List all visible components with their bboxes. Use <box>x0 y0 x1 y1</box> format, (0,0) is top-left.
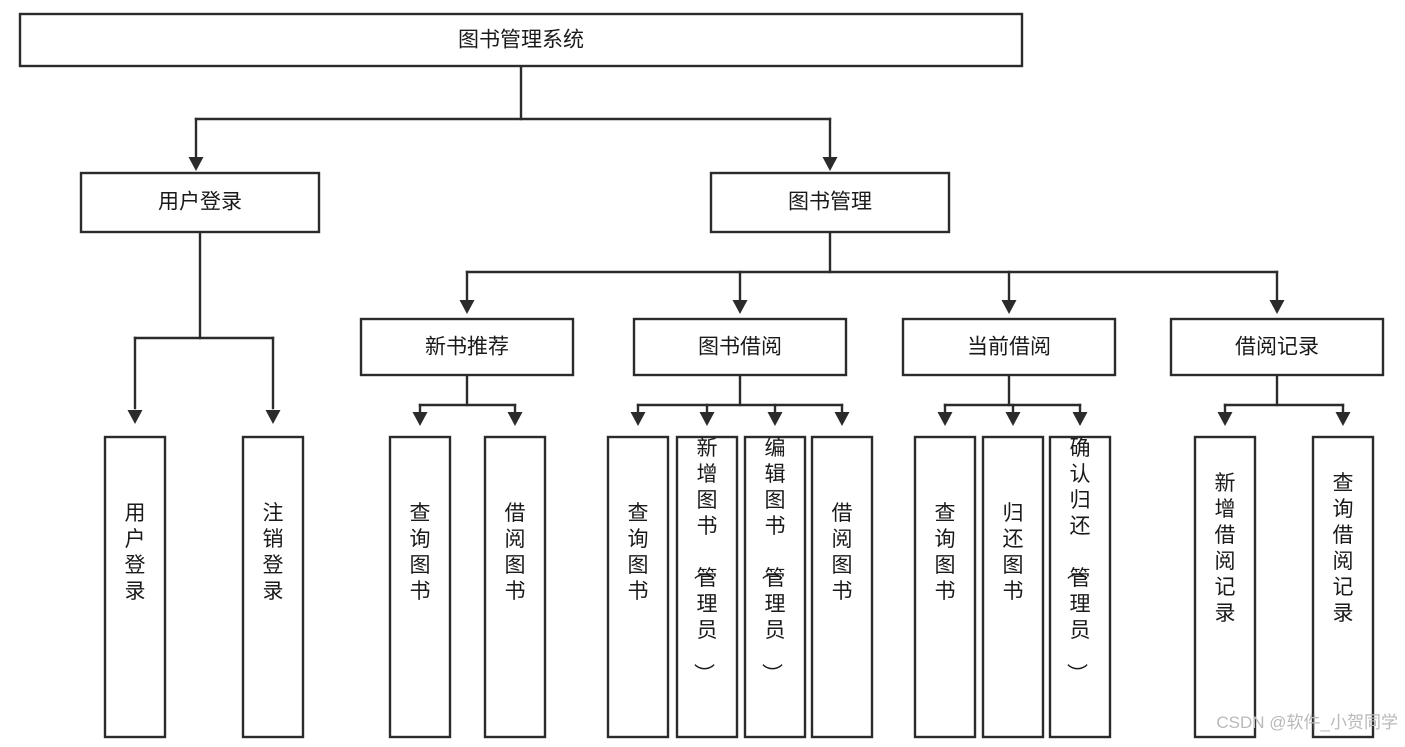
node-leaf-borrow-book-1-label: 借阅图书 <box>505 502 526 603</box>
arrowhead-leaf-user-login <box>127 410 143 424</box>
node-leaf-query-book-3[interactable]: 查询图书 <box>913 435 977 739</box>
arrowhead-borrow-record <box>1269 300 1285 314</box>
node-leaf-borrow-book-1[interactable]: 借阅图书 <box>483 435 547 739</box>
connector-group-book-borrow <box>630 373 850 426</box>
node-leaf-user-login-label: 用户登录 <box>125 502 146 603</box>
arrowhead-leaf-add-book <box>699 412 715 426</box>
arrowhead-book-borrow <box>732 300 748 314</box>
node-new-book-rec[interactable]: 新书推荐 <box>359 317 575 377</box>
node-current-borrow[interactable]: 当前借阅 <box>901 317 1117 377</box>
node-leaf-query-book-1[interactable]: 查询图书 <box>388 435 452 739</box>
node-book-manage[interactable]: 图书管理 <box>709 171 951 234</box>
arrowhead-leaf-confirm-return <box>1072 412 1088 426</box>
csdn-watermark: CSDN @软件_小贺同学 <box>1216 713 1398 732</box>
node-leaf-borrow-book-2[interactable]: 借阅图书 <box>810 435 874 739</box>
node-user-login[interactable]: 用户登录 <box>79 171 321 234</box>
connector-group-borrow-record <box>1217 373 1351 426</box>
node-leaf-confirm-return[interactable]: 确认归还（管理员） <box>1048 435 1112 739</box>
arrowhead-new-book-rec <box>459 300 475 314</box>
connector-group-new-book-rec <box>412 373 523 426</box>
node-leaf-query-book-3-label: 查询图书 <box>935 502 956 603</box>
node-leaf-add-book-label: 新增图书（管理员） <box>692 437 718 684</box>
node-leaf-query-record[interactable]: 查询借阅记录 <box>1311 435 1375 739</box>
arrowhead-leaf-edit-book <box>767 412 783 426</box>
node-root[interactable]: 图书管理系统 <box>18 12 1024 68</box>
node-book-manage-label: 图书管理 <box>788 191 872 214</box>
node-leaf-borrow-book-2-label: 借阅图书 <box>832 502 853 603</box>
arrowhead-leaf-query-book-1 <box>412 412 428 426</box>
node-leaf-query-book-1-label: 查询图书 <box>410 502 431 603</box>
arrowhead-leaf-user-logout <box>265 410 281 424</box>
arrowhead-book-manage <box>822 157 838 171</box>
node-borrow-record[interactable]: 借阅记录 <box>1169 317 1385 377</box>
node-leaf-user-login[interactable]: 用户登录 <box>103 435 167 739</box>
node-book-borrow[interactable]: 图书借阅 <box>632 317 848 377</box>
node-leaf-query-record-label: 查询借阅记录 <box>1333 472 1354 625</box>
node-leaf-add-record-label: 新增借阅记录 <box>1215 472 1236 625</box>
node-book-borrow-label: 图书借阅 <box>698 336 782 359</box>
node-leaf-user-logout[interactable]: 注销登录 <box>241 435 305 739</box>
arrowhead-leaf-query-book-3 <box>937 412 953 426</box>
node-leaf-return-book-label: 归还图书 <box>1003 502 1024 603</box>
connector-group-current-borrow <box>937 373 1088 426</box>
node-leaf-add-record[interactable]: 新增借阅记录 <box>1193 435 1257 739</box>
arrowhead-user-login <box>188 157 204 171</box>
connector-group-user-login <box>127 230 281 424</box>
node-leaf-edit-book-label: 编辑图书（管理员） <box>760 437 786 684</box>
arrowhead-current-borrow <box>1001 300 1017 314</box>
node-root-label: 图书管理系统 <box>458 29 584 52</box>
arrowhead-leaf-borrow-book-2 <box>834 412 850 426</box>
node-leaf-query-book-2[interactable]: 查询图书 <box>606 435 670 739</box>
node-leaf-edit-book[interactable]: 编辑图书（管理员） <box>743 435 807 739</box>
node-leaf-return-book[interactable]: 归还图书 <box>981 435 1045 739</box>
connector-group-book-manage <box>459 230 1285 314</box>
arrowhead-leaf-query-record <box>1335 412 1351 426</box>
node-new-book-rec-label: 新书推荐 <box>425 336 509 359</box>
connector-group-root <box>188 64 838 171</box>
node-leaf-confirm-return-label: 确认归还（管理员） <box>1065 437 1091 684</box>
node-current-borrow-label: 当前借阅 <box>967 336 1051 359</box>
arrowhead-leaf-query-book-2 <box>630 412 646 426</box>
arrowhead-leaf-add-record <box>1217 412 1233 426</box>
node-leaf-query-book-2-label: 查询图书 <box>628 502 649 603</box>
node-leaf-user-logout-label: 注销登录 <box>263 502 284 603</box>
arrowhead-leaf-return-book <box>1005 412 1021 426</box>
arrowhead-leaf-borrow-book-1 <box>507 412 523 426</box>
node-user-login-label: 用户登录 <box>158 191 242 214</box>
node-leaf-add-book[interactable]: 新增图书（管理员） <box>675 435 739 739</box>
node-borrow-record-label: 借阅记录 <box>1235 336 1319 359</box>
